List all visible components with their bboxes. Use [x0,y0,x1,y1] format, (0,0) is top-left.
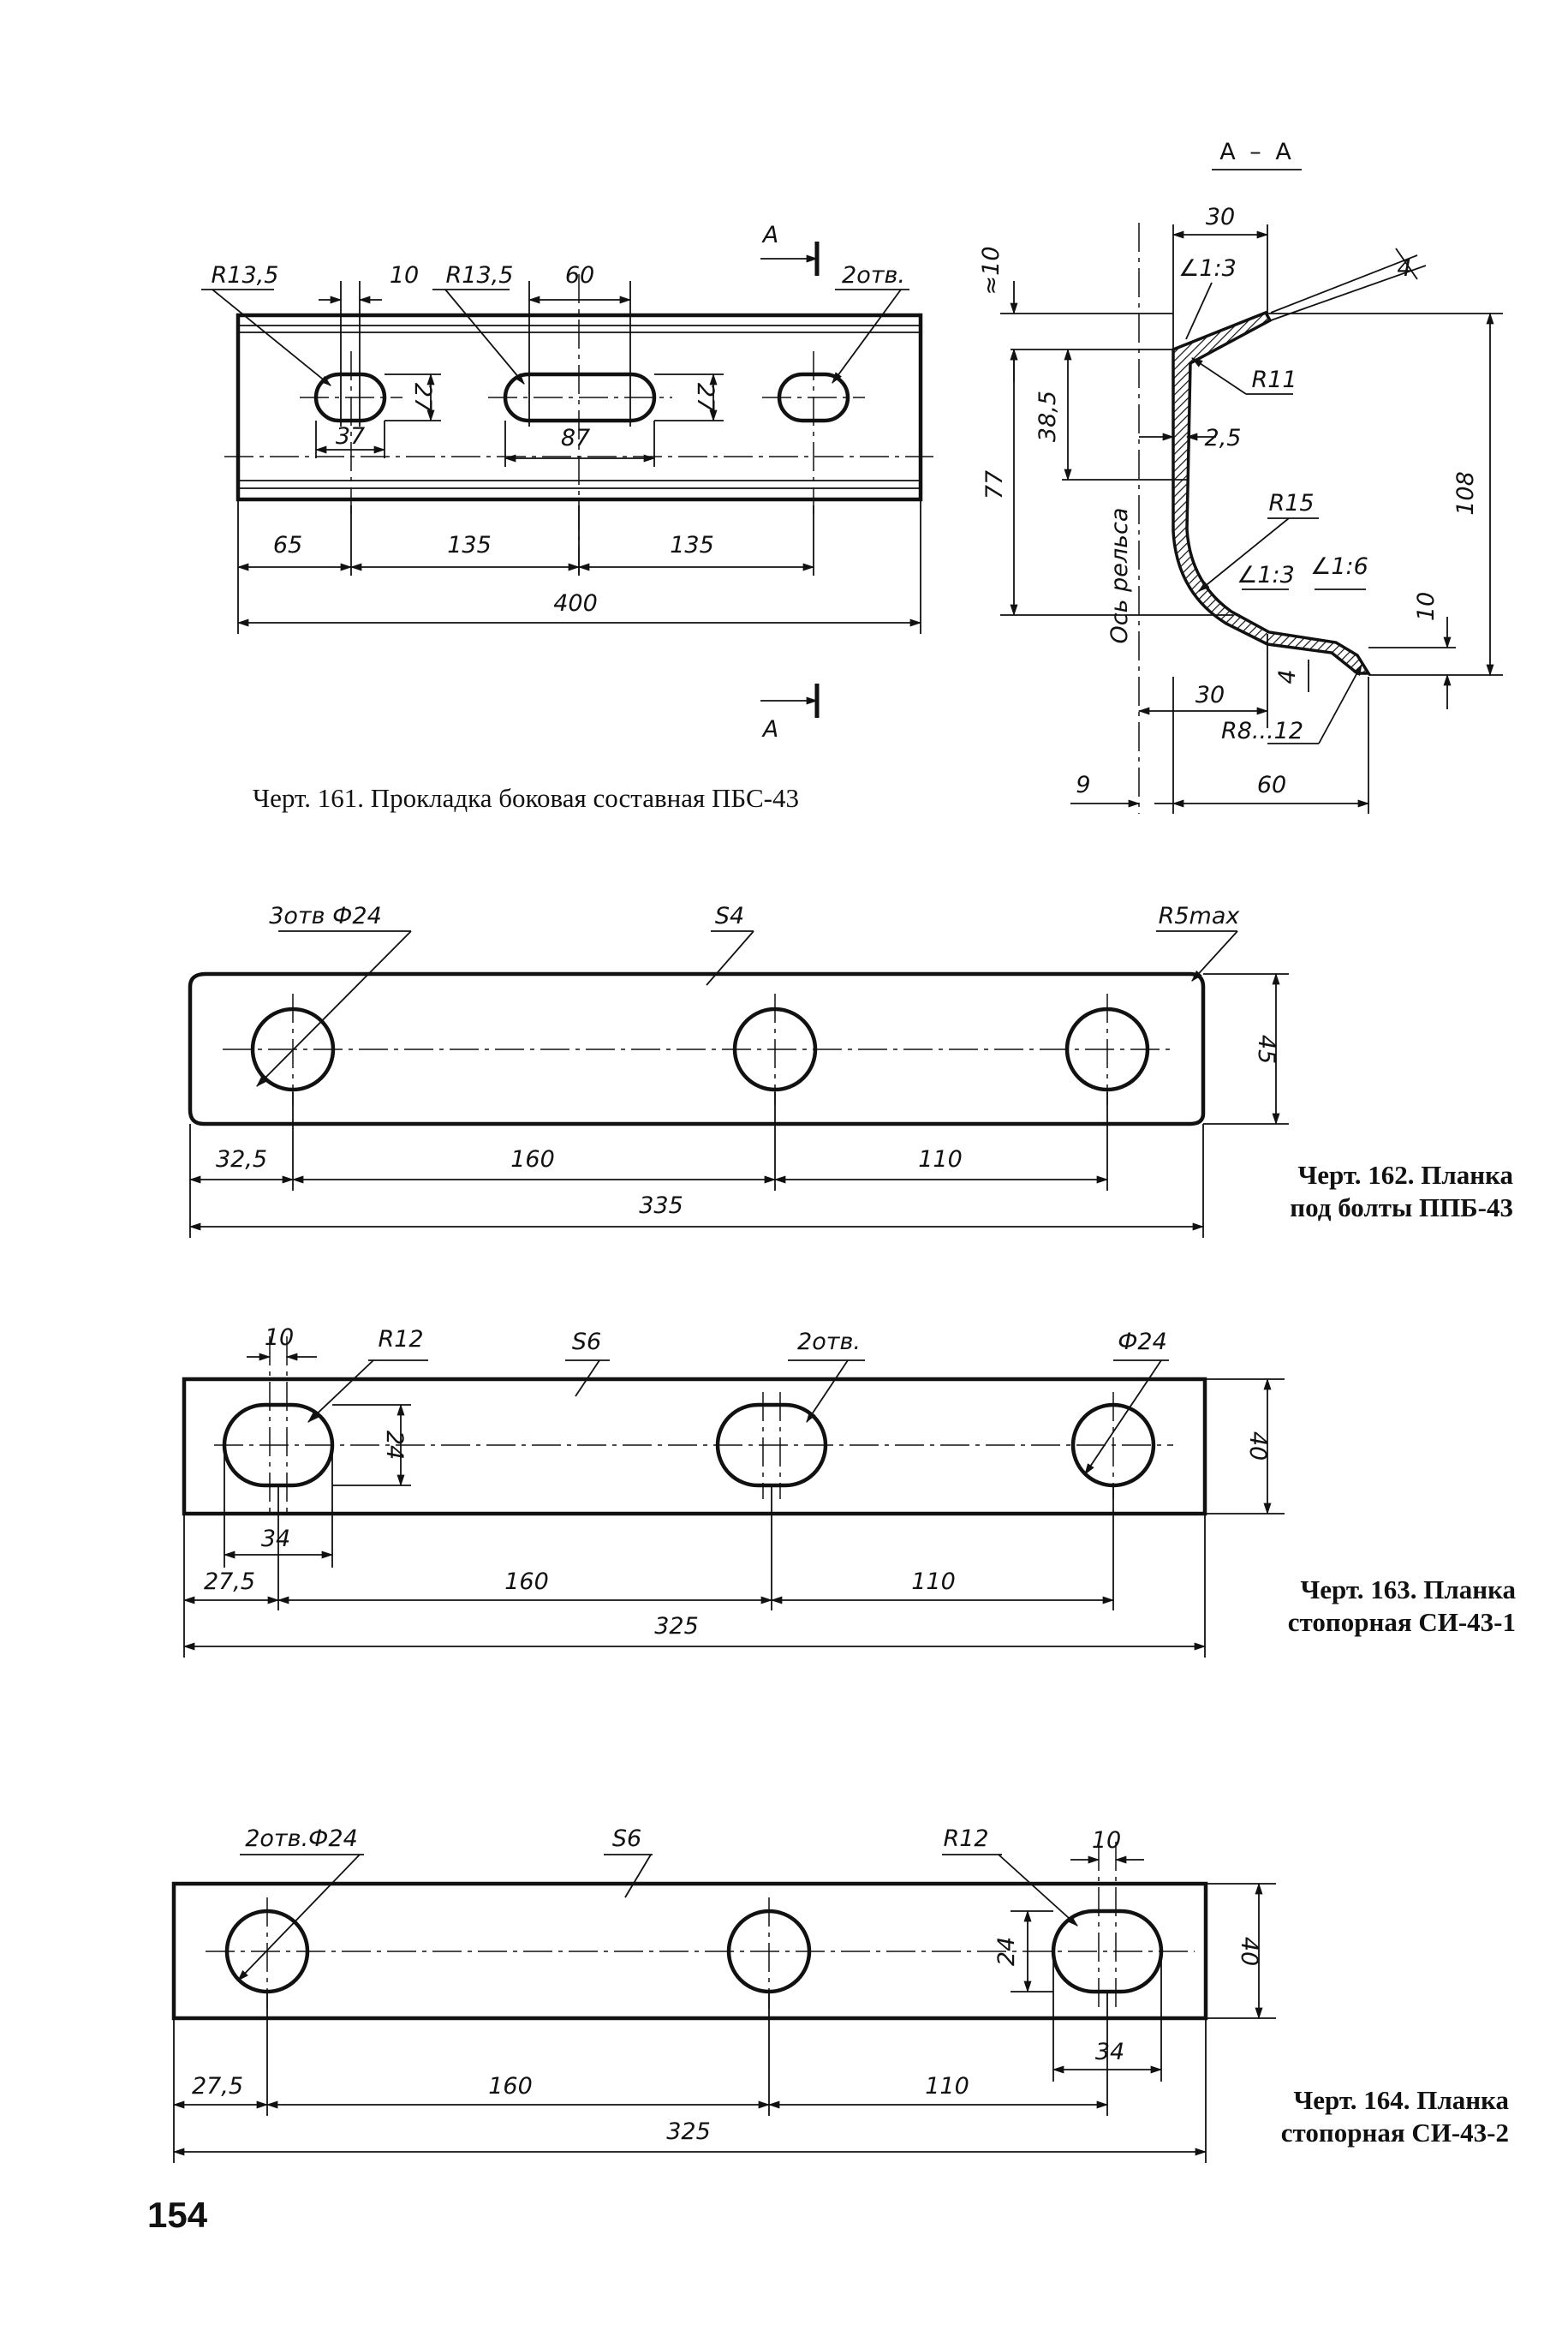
sec-dim-108: 108 [1452,471,1479,516]
section-mark-top: А [761,222,778,248]
dim-10: 10 [390,262,419,289]
dim-325: 325 [666,2118,711,2145]
dim-24: 24 [993,1937,1020,1966]
plan-dimension-text: R13,5 10 R13,5 60 2отв. 27 27 37 87 65 1… [212,262,905,617]
section-a-a: А – А [978,139,1503,814]
caption-fig-164-line2: стопорная СИ-43-2 [1281,2118,1509,2148]
dim-40: 40 [1236,1937,1262,1966]
dim-400: 400 [553,590,598,617]
dim-160: 160 [504,1568,549,1595]
sec-slope-1-6: ∠1:6 [1310,553,1368,580]
sec-dim-60: 60 [1257,772,1286,798]
sec-dim-30-bottom: 30 [1195,682,1225,708]
dim-60: 60 [565,262,594,289]
sec-dim-4-bottom: 4 [1274,669,1301,684]
figure-163: 10 R12 S6 2отв. Ф24 24 40 34 27,5 160 11… [182,1324,1517,1658]
dim-110: 110 [925,2073,969,2100]
dim-2-holes-d24: 2отв.Ф24 [245,1825,358,1852]
caption-fig-162-line1: Черт. 162. Планка [1298,1160,1514,1190]
dim-2-holes: 2отв. [797,1329,861,1355]
caption-fig-161: Черт. 161. Прокладка боковая составная П… [253,783,799,813]
dim-34: 34 [1095,2039,1124,2065]
dim-lines-163 [182,1353,1285,1658]
sec-dim-38-5: 38,5 [1034,391,1061,442]
dim-10: 10 [265,1324,294,1351]
dim-27-5: 27,5 [192,2073,243,2100]
dim-r13-5-a: R13,5 [212,262,279,289]
pad-plan-outline [224,313,933,502]
sec-r15: R15 [1268,490,1314,517]
pad-profile-section [1172,310,1372,675]
figure-164: 2отв.Ф24 S6 R12 10 24 40 34 27,5 160 110… [171,1825,1510,2163]
dim-32-5: 32,5 [216,1146,267,1173]
sec-slope-1-3-top: ∠1:3 [1178,255,1237,282]
sec-r8-12: R8...12 [1221,718,1303,744]
section-title: А – А [1219,139,1295,165]
section-marks: А А [760,222,820,743]
dim-3-holes-d24: 3отв Ф24 [269,903,382,929]
dim-27-a: 27 [409,383,436,412]
sec-dim-9: 9 [1076,772,1090,798]
dim-r13-5-b: R13,5 [446,262,514,289]
sec-dim-4-top: 4 [1397,255,1411,282]
sec-dim-approx-10: ≈10 [978,247,1005,296]
dim-text-164: 2отв.Ф24 S6 R12 10 24 40 34 27,5 160 110… [192,1825,1262,2145]
plate-si-43-1-outline [182,1377,1207,1516]
dim-lines-164 [172,1854,1276,2163]
dim-27-b: 27 [692,383,718,412]
figure-161: R13,5 10 R13,5 60 2отв. 27 27 37 87 65 1… [201,222,933,813]
dim-135-a: 135 [447,532,492,559]
dim-r5max: R5max [1159,903,1241,929]
section-lines [1000,223,1503,814]
caption-fig-163-line1: Черт. 163. Планка [1301,1574,1517,1604]
dim-135-b: 135 [670,532,714,559]
section-mark-bottom: А [761,716,778,743]
dim-2-holes: 2отв. [842,262,905,289]
dim-34: 34 [261,1526,290,1552]
sec-dim-30-top: 30 [1206,204,1235,230]
dim-24: 24 [381,1431,408,1460]
plan-dimension-lines [201,281,922,634]
slot-holes [300,274,865,574]
caption-fig-162-line2: под болты ППБ-43 [1290,1192,1513,1222]
caption-fig-164-line1: Черт. 164. Планка [1294,2085,1510,2115]
dim-text-162: 3отв Ф24 S4 R5max 45 32,5 160 110 335 [216,903,1279,1219]
dim-325: 325 [654,1613,699,1640]
dim-10: 10 [1092,1827,1121,1854]
dim-110: 110 [918,1146,963,1173]
plate-si-43-2-outline [171,1881,1208,2021]
dim-110: 110 [911,1568,956,1595]
dim-27-5: 27,5 [204,1568,255,1595]
dim-s6: S6 [572,1329,601,1355]
dim-45: 45 [1253,1035,1279,1064]
sec-slope-1-3-bottom: ∠1:3 [1237,562,1295,588]
dim-40: 40 [1244,1431,1271,1461]
dim-s4: S4 [715,903,744,929]
dim-160: 160 [488,2073,533,2100]
sec-rail-axis-label: Ось рельса [1106,508,1133,644]
page-number: 154 [147,2195,208,2235]
dim-lines-162 [188,930,1289,1238]
caption-fig-163-line2: стопорная СИ-43-1 [1288,1607,1516,1637]
sec-dim-77: 77 [981,470,1008,499]
dim-160: 160 [510,1146,555,1173]
dim-37: 37 [336,423,365,450]
sec-r11: R11 [1251,367,1297,393]
dim-87: 87 [561,425,590,451]
dim-text-163: 10 R12 S6 2отв. Ф24 24 40 34 27,5 160 11… [204,1324,1271,1640]
dim-r12: R12 [378,1326,423,1353]
dim-r12: R12 [943,1825,988,1852]
dim-s6: S6 [612,1825,641,1852]
figure-162: 3отв Ф24 S4 R5max 45 32,5 160 110 335 Че… [188,903,1514,1238]
section-dimension-text: 30 ≈10 ∠1:3 4 R11 38,5 2,5 77 108 R15 Ос… [978,204,1479,798]
sec-dim-10-right: 10 [1413,592,1440,621]
dim-335: 335 [639,1192,683,1219]
dim-d24: Ф24 [1118,1329,1167,1355]
sec-dim-2-5: 2,5 [1205,425,1242,451]
dim-65: 65 [273,532,302,559]
